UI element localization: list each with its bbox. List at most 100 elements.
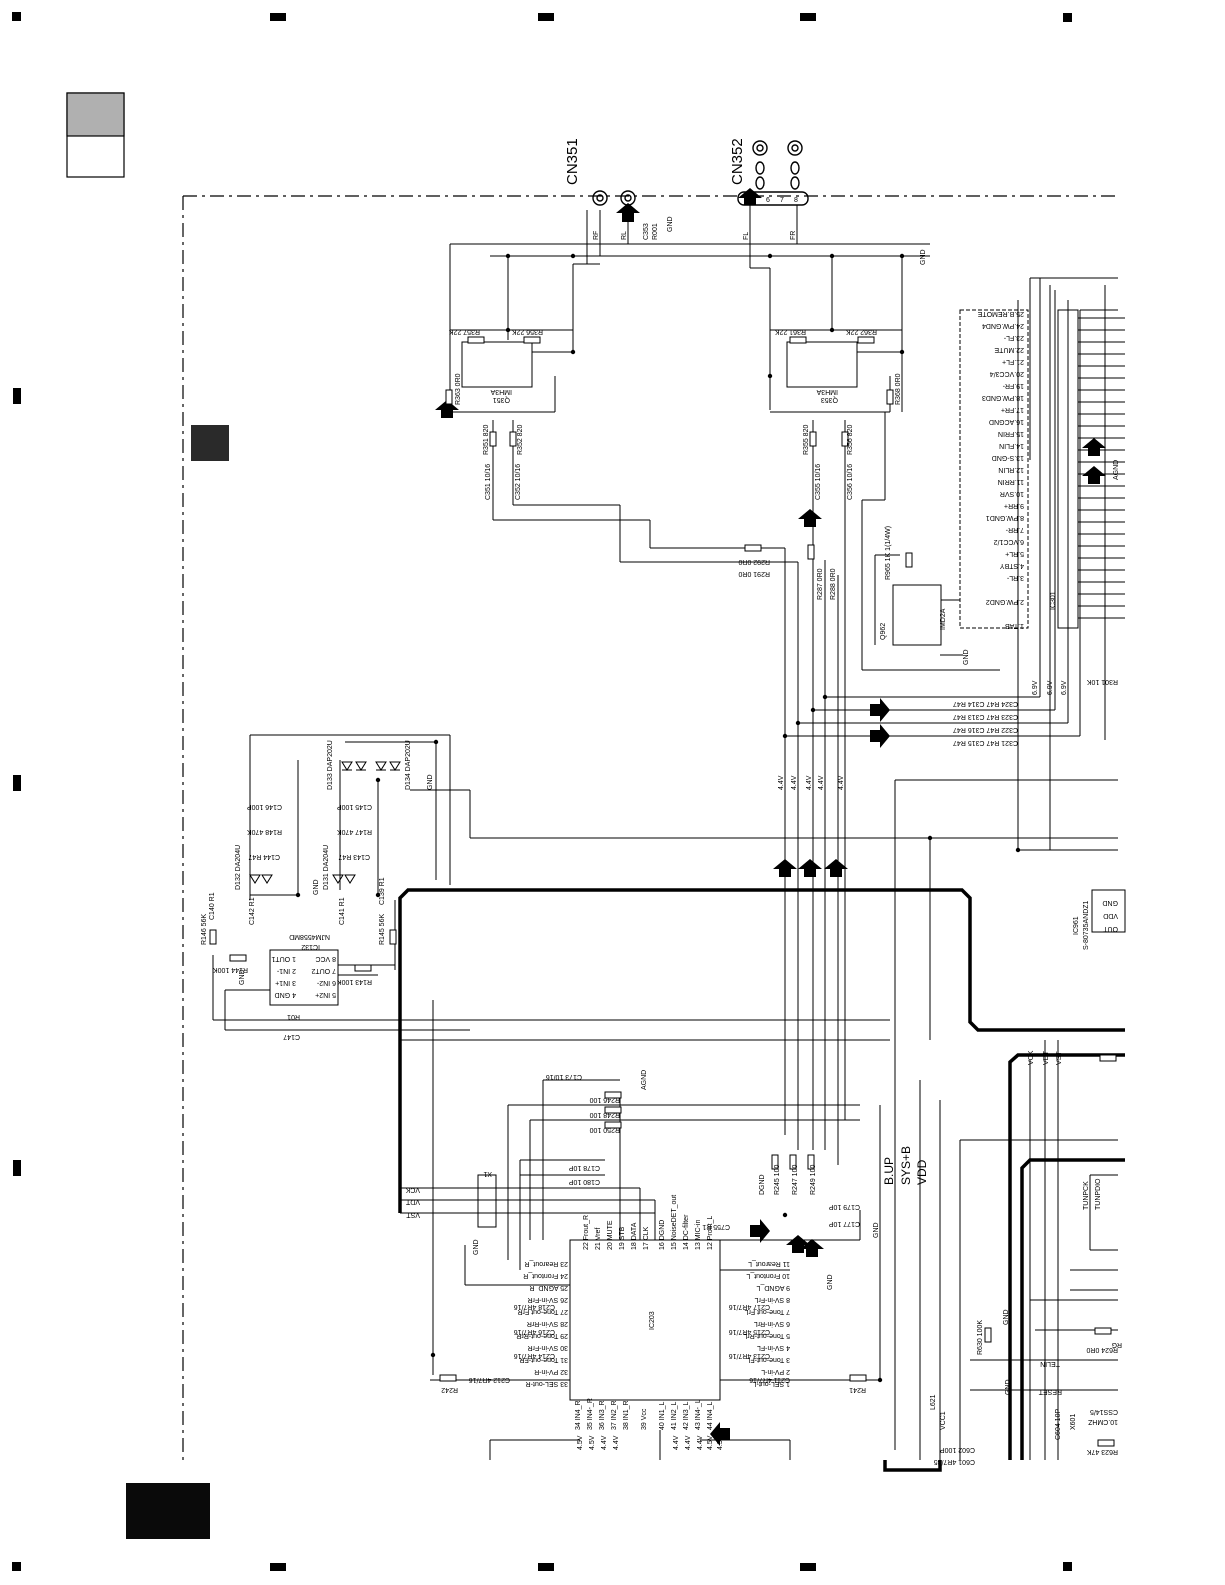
ic301-pin-17: 17.FR+ [1001,406,1024,413]
ic203-cap-c215: C215 4R7/16 [729,1328,770,1335]
ic203-left-29: 29 Tone-out-RrR [516,1332,568,1339]
rg-label: RG [1112,1341,1123,1348]
ic203-cap-c178: C178 10P [569,1164,600,1171]
ic301-pin-1: 1.TAB [1005,622,1024,629]
bus-vst: VST [406,1211,420,1218]
cn352-pin-6: 6 [766,197,770,204]
ic132-pin-2: 2 IN1- [276,967,296,974]
br-part-6: L621 [930,1394,937,1410]
signal-arrows [435,188,1106,1446]
ic203-bottom-38: 38 IN1_R [623,1400,630,1430]
ic203-cap-c180: C180 10P [569,1178,600,1185]
ic203-cap-r249: R249 100 [810,1165,817,1195]
ic203-right-5: 5 Tone-out-RrL [743,1332,790,1339]
ic203-cap-c173: C173 10/16 [546,1073,582,1080]
ic132-part-3: R146 56K [201,914,208,945]
gnd-ic203-2: GND [827,1274,834,1290]
ic132-pin-4: 4 GND [275,991,296,998]
q962-part: IMD2A [940,608,947,630]
ic132-part-15: R01 [287,1013,300,1020]
diodes [249,761,401,884]
bus-sysb: SYS+B [899,1146,913,1185]
br-part-5: X601 [1070,1414,1077,1430]
ic132-part-5: C141 R1 [339,897,346,925]
ic301-label: IC301 [1050,591,1057,610]
r357-label: R357 22K [449,328,480,335]
gnd-right-1: GND [1003,1309,1010,1325]
br-part-2: C601 4R7/35 [934,1458,975,1465]
gnd-q962: GND [963,649,970,665]
ic301-pin-12: 12.RLIN [998,466,1024,473]
cn351-label: CN351 [564,138,581,185]
ic132-pin-3: 3 IN1+ [275,979,296,986]
ic961-pin-gnd: GND [1102,899,1118,906]
r356b-label: R356 820 [847,425,854,455]
ic961-label: IC961 [1073,916,1080,935]
d134-label: D134 DAP202U [405,740,412,790]
ic203-left-23: 23 Rearout_R [524,1260,568,1267]
ic203-cap-c214: C214 4R7/16 [514,1352,555,1359]
ic203-bottom-42: 42 IN3_L [683,1401,690,1430]
d132-label: D132 DA204U [235,845,242,890]
br-part-9: R624 0R0 [1086,1346,1118,1353]
signal-wiring [212,205,1126,1460]
q353-label: Q353 [821,396,838,403]
ic203-left-25: 25 AGND_R [529,1284,568,1291]
ic132-part-7: C139 R1 [379,877,386,905]
br-part-7: VCC1 [940,1411,947,1430]
q351-part: IMH3A [490,388,512,395]
ic132-part-2: R143 100K [337,978,372,985]
ic203-top-16: 16 DGND [659,1220,666,1250]
cn352-pin-7: 7 [780,197,784,204]
gnd-top-2: GND [920,249,927,265]
gnd-d131: GND [313,879,320,895]
bus-vdt-right: VDT [1043,1050,1050,1065]
cn351-pin-rl: RL [621,231,628,240]
r292-label: R292 0R0 [738,558,770,565]
d133-label: D133 DAP202U [327,740,334,790]
bus-b-up: B.UP [882,1157,896,1185]
r368-label: R368 0R0 [895,373,902,405]
ic203-volt-41: 4.4V [685,1435,692,1450]
ic301-pin-11: 11.RRIN [998,478,1024,485]
ic203-volt-34: 4.5V [577,1435,584,1450]
amp-cap-4: C321 R47 C315 R47 [953,739,1018,746]
ic961-pin-out: OUT [1103,925,1119,932]
ic301-pin-2: 2.PW.GND2 [986,598,1024,605]
ic203-right-7: 7 Tone-out FrL [744,1308,790,1315]
ic132-pin-7: 7 OUT2 [311,967,336,974]
ic132-pin-5: 5 IN2+ [315,991,336,998]
amp-cap-1: C324 R47 C314 R47 [953,700,1018,707]
ic961-part: S-80735ANDZ1 [1083,900,1090,950]
cn352-pin-5: 5 [752,197,756,204]
cn351-pin-rf: RF [593,231,600,240]
ic203-cap-c179: C179 10P [829,1203,860,1210]
ic203-bottom-44: 44 IN4_L [707,1401,714,1430]
ic203-bottom-40: 40 IN1_L [659,1401,666,1430]
cn352-pin-fr: FR [790,231,797,240]
gnd-ic132: GND [239,969,246,985]
ic203-volt-43: 4.5V [707,1435,714,1450]
voltage-6: 6.9V [1032,680,1039,695]
c351-label: C351 10/16 [485,464,492,500]
ic203-cap-r247: R247 100 [792,1165,799,1195]
ic132-part-9: C143 R47 [338,853,370,860]
ic203-cap-x1: X1 [483,1170,492,1177]
ic203-left-28: 28 SV-in-RrR [527,1320,568,1327]
bus-vst-right: VST [1056,1051,1063,1065]
bus-vck: VCK [405,1186,420,1193]
ic203-bottom-36: 36 IN3_R [599,1400,606,1430]
bus-vdt: VDT [405,1198,420,1205]
r301-label: R301 10K [1087,678,1118,685]
ic203-top-12: 12 Prout_L [707,1216,714,1250]
ic203-left-31: 31 Tone-out-FR [519,1356,568,1363]
br-part-11: CSS14/5 [1090,1408,1118,1415]
ic961-pin-vdd: VDD [1103,912,1118,919]
ic301-pin-13: 13.S-GND [992,454,1024,461]
ic301-pin-3: 3.RL- [1006,574,1024,581]
power-bus [398,888,1125,1472]
ic203-volt-36: 4.4V [601,1435,608,1450]
d131-label: D131 DA204U [323,845,330,890]
ic203-right-8: 8 SV-in-FrL [754,1296,790,1303]
